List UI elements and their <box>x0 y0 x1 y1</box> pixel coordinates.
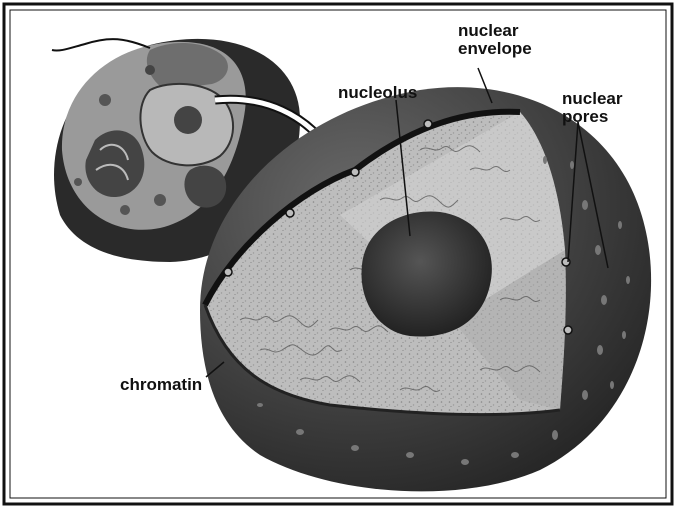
label-nuclear-pores-line2: pores <box>562 108 622 126</box>
label-nuclear-pores: nuclear pores <box>562 90 622 126</box>
label-chromatin-text: chromatin <box>120 376 202 394</box>
label-nucleolus: nucleolus <box>338 84 417 102</box>
label-nuclear-envelope: nuclear envelope <box>458 22 532 58</box>
nucleolus-body <box>361 212 491 337</box>
label-nucleolus-text: nucleolus <box>338 84 417 102</box>
label-chromatin: chromatin <box>120 376 202 394</box>
label-nuclear-pores-line1: nuclear <box>562 90 622 108</box>
label-nuclear-envelope-line2: envelope <box>458 40 532 58</box>
label-nuclear-envelope-line1: nuclear <box>458 22 532 40</box>
